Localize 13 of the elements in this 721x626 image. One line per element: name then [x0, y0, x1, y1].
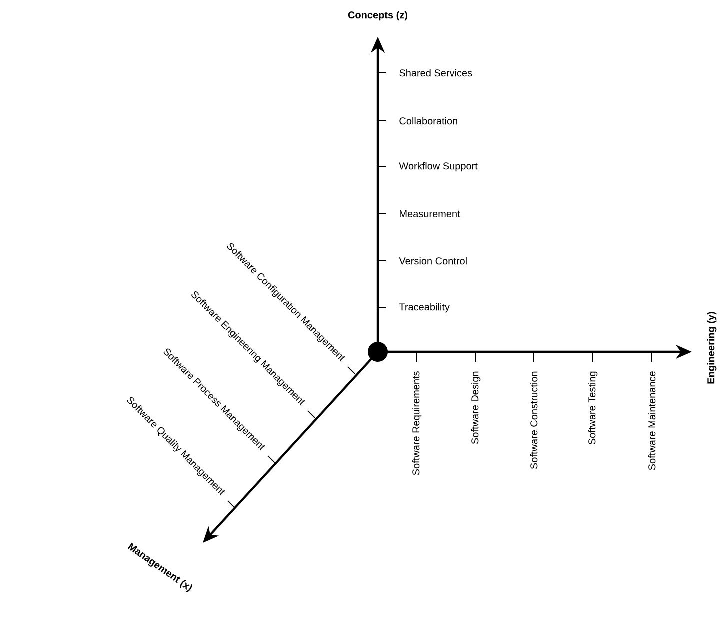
axis-label: Collaboration: [400, 117, 458, 125]
axis-label: Software Requirements: [412, 372, 422, 476]
axis-label: Software Maintenance: [648, 372, 656, 470]
axis-label: Software Testing: [588, 372, 598, 445]
axis-label: Version Control: [399, 257, 467, 265]
axis-label: Traceability: [399, 303, 450, 313]
axis-label: Software Construction: [530, 372, 538, 470]
axis-title: Concepts (z): [348, 11, 408, 21]
axis-label: Shared Services: [400, 69, 472, 77]
axis-label: Software Design: [471, 372, 481, 444]
axis-label: Workflow Support: [399, 162, 478, 172]
axis-title: Engineering (y): [707, 312, 717, 384]
axis-label: Measurement: [400, 210, 460, 218]
